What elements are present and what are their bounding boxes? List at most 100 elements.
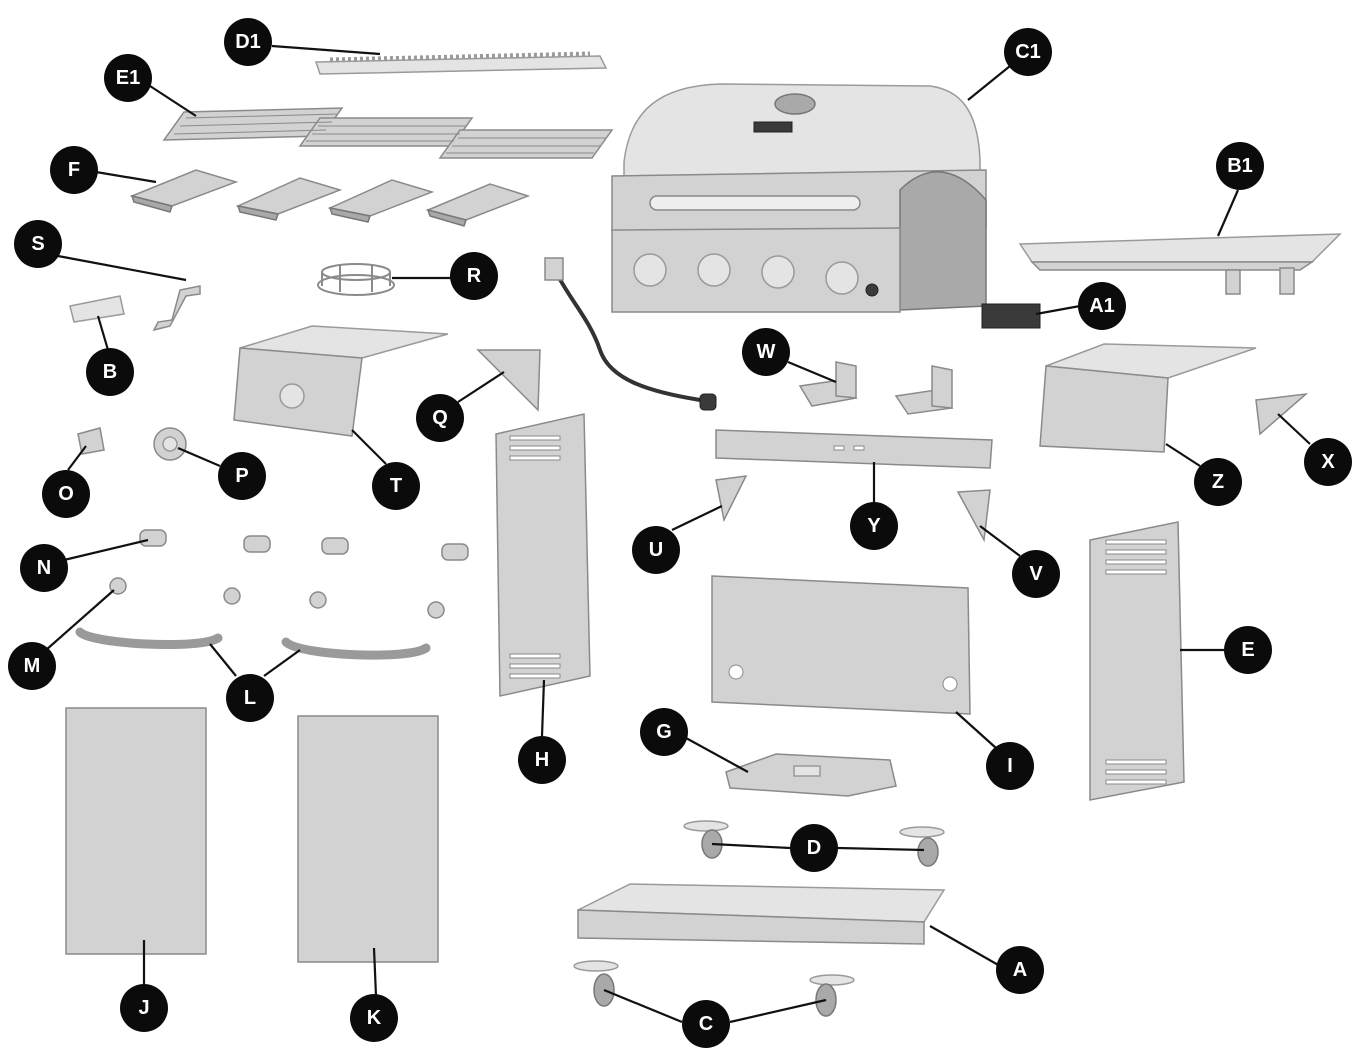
- callout-e: E: [1224, 626, 1272, 674]
- svg-text:P: P: [235, 465, 248, 487]
- svg-text:E1: E1: [116, 67, 140, 89]
- svg-text:R: R: [467, 265, 482, 287]
- svg-text:D: D: [807, 837, 821, 859]
- callout-x: X: [1304, 438, 1352, 486]
- svg-text:Y: Y: [867, 515, 881, 537]
- svg-text:F: F: [68, 159, 80, 181]
- leader-p: [177, 446, 221, 468]
- gusset-q-part: [476, 349, 541, 412]
- cooking-grates-part: [162, 107, 614, 159]
- svg-text:O: O: [58, 483, 74, 505]
- callout-y: Y: [850, 502, 898, 550]
- leader-q: [457, 371, 505, 403]
- callout-f: F: [50, 146, 98, 194]
- back-panel-i-part: [711, 575, 971, 715]
- leader-c1-left: [603, 988, 683, 1024]
- callout-n: N: [20, 544, 68, 592]
- grease-tray-g-part: [725, 753, 897, 797]
- leader-u: [671, 505, 723, 531]
- leader-a: [929, 925, 1001, 967]
- leader-w: [787, 360, 837, 384]
- leader-d1-left: [711, 842, 791, 850]
- callout-q: Q: [416, 394, 464, 442]
- svg-text:W: W: [757, 341, 776, 363]
- callout-k: K: [350, 994, 398, 1042]
- svg-text:C1: C1: [1015, 41, 1041, 63]
- leader-lines: [45, 44, 1311, 1024]
- svg-text:S: S: [31, 233, 44, 255]
- callout-e1: E1: [104, 54, 152, 102]
- callout-o: O: [42, 470, 90, 518]
- leader-x: [1277, 413, 1311, 445]
- callout-j: J: [120, 984, 168, 1032]
- leader-h: [540, 679, 546, 737]
- svg-text:T: T: [390, 475, 402, 497]
- side-panel-e-part: [1089, 521, 1185, 801]
- svg-text:U: U: [649, 539, 663, 561]
- svg-text:H: H: [535, 749, 549, 771]
- igniter-module-part: [981, 303, 1041, 329]
- callout-a: A: [996, 946, 1044, 994]
- leader-g: [685, 737, 749, 773]
- hook-bracket-part: [152, 285, 201, 332]
- leader-i: [955, 711, 997, 749]
- leader-c2-right: [729, 998, 827, 1024]
- crossbar-y-part: [715, 429, 993, 469]
- callout-a1: A1: [1078, 282, 1126, 330]
- gusset-x-part: [1255, 392, 1309, 436]
- burner-ring-part: [317, 263, 395, 296]
- svg-text:K: K: [367, 1007, 382, 1029]
- callout-m: M: [8, 642, 56, 690]
- leader-d1: [271, 44, 381, 56]
- leader-l2: [263, 649, 301, 677]
- door-k-part: [297, 715, 439, 963]
- bezel-p-part: [153, 427, 187, 461]
- brackets-w-part: [798, 361, 954, 415]
- svg-text:V: V: [1029, 563, 1043, 585]
- leader-z: [1165, 443, 1201, 467]
- svg-text:M: M: [24, 655, 41, 677]
- bushings-part: [139, 529, 469, 561]
- svg-text:C: C: [699, 1013, 713, 1035]
- svg-text:B1: B1: [1227, 155, 1253, 177]
- side-burner-shelf-part: [233, 325, 449, 437]
- callout-d1: D1: [224, 18, 272, 66]
- leader-c1: [967, 65, 1011, 101]
- leader-o: [67, 445, 87, 471]
- flame-tamers-part: [129, 169, 531, 227]
- callout-r: R: [450, 252, 498, 300]
- right-shelf-z-part: [1039, 343, 1257, 453]
- svg-text:A: A: [1013, 959, 1027, 981]
- leader-f: [95, 170, 157, 184]
- casters-d-part: [683, 820, 945, 867]
- gas-valve-part: [544, 257, 564, 281]
- door-handles-part: [75, 627, 431, 660]
- callout-z: Z: [1194, 458, 1242, 506]
- leader-n: [63, 538, 149, 562]
- gas-hose-part: [554, 271, 701, 402]
- callout-g: G: [640, 708, 688, 756]
- svg-text:N: N: [37, 557, 51, 579]
- callout-b1: B1: [1216, 142, 1264, 190]
- callout-l: L: [226, 674, 274, 722]
- callout-c: C: [682, 1000, 730, 1048]
- leader-m: [45, 589, 115, 651]
- svg-text:J: J: [138, 997, 149, 1019]
- leader-t: [351, 429, 387, 465]
- side-panel-h-part: [495, 413, 591, 697]
- leader-e1: [149, 85, 197, 117]
- leader-b1: [1216, 189, 1240, 237]
- svg-text:D1: D1: [235, 31, 261, 53]
- callout-t: T: [372, 462, 420, 510]
- callout-s: S: [14, 220, 62, 268]
- leader-k: [372, 947, 378, 997]
- svg-text:Q: Q: [432, 407, 448, 429]
- svg-text:G: G: [656, 721, 672, 743]
- svg-text:B: B: [103, 361, 117, 383]
- warming-rack-part: [314, 51, 608, 75]
- callout-d: D: [790, 824, 838, 872]
- gusset-v-part: [956, 489, 991, 543]
- svg-text:I: I: [1007, 755, 1013, 777]
- leader-d2-right: [837, 846, 925, 852]
